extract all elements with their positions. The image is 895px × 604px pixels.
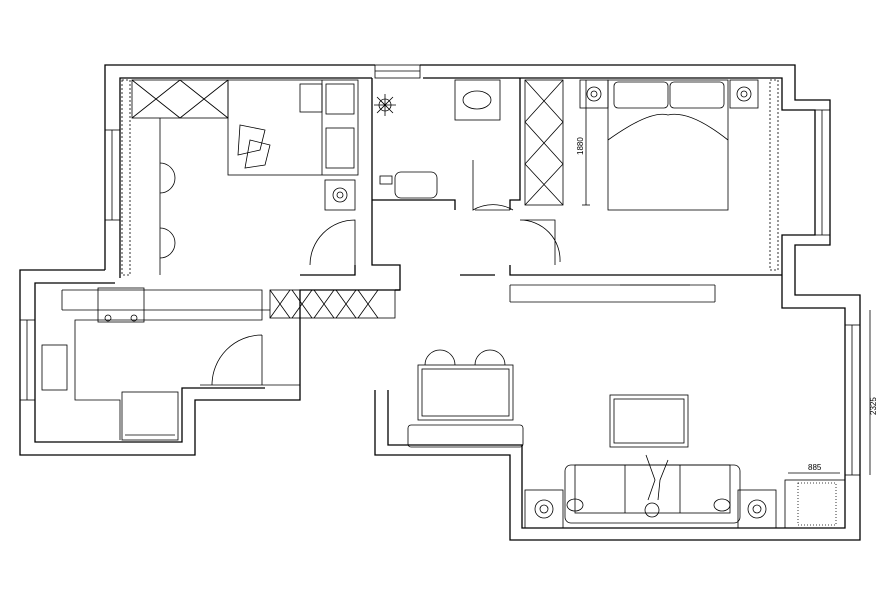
bathroom-fixtures [374,79,501,199]
outer-walls [19,64,861,541]
balcony-length-label: 2325 [869,397,878,415]
tv-cabinet [609,394,689,448]
bed-dimension-label: 1880 [576,137,585,155]
balcony-width-label: 885 [808,463,822,472]
side-tables-living [524,489,777,529]
double-bed: 1880 [576,79,729,211]
windows [19,64,861,476]
nightstands-master [579,79,759,109]
dining-table [407,349,524,448]
doors [211,160,561,386]
wardrobe-hall [269,289,396,319]
single-bed [227,79,359,176]
wall-hatching [121,79,779,276]
sofa [564,454,741,524]
kitchen-counter [41,287,270,441]
wardrobe-bedroom-1 [131,79,229,119]
interior-walls [200,78,782,386]
nightstand-lamp-1 [324,179,356,211]
desk-chairs [159,118,176,275]
balcony-planter: 885 2325 [784,310,878,529]
wardrobe-master [524,79,564,206]
